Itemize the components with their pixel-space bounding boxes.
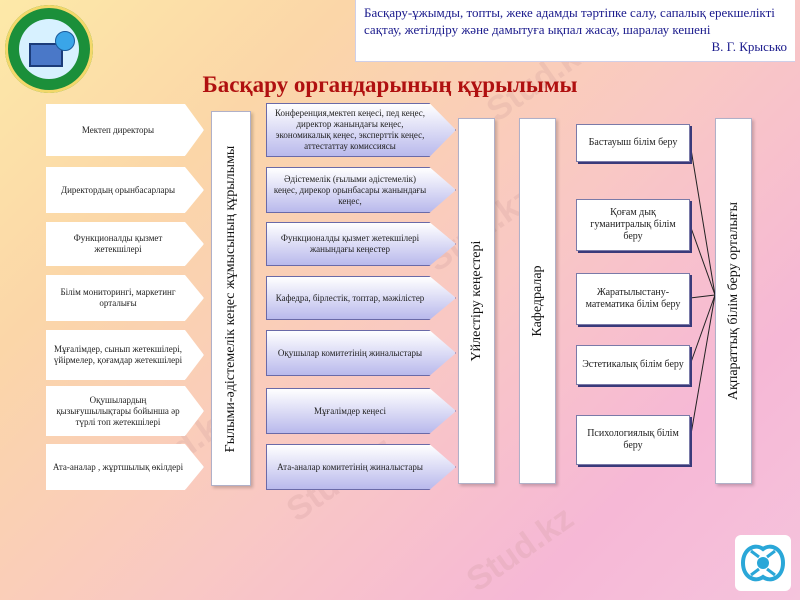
left-item: Білім мониторингі, маркетинг орталығы bbox=[46, 275, 204, 321]
globe-icon bbox=[55, 31, 75, 51]
department-item: Бастауыш білім беру bbox=[576, 124, 690, 162]
methodical-council-label: Ғылыми-әдістемелік кеңес жұмысының құрыл… bbox=[223, 145, 238, 452]
left-item: Ата-аналар , жұртшылық өкілдері bbox=[46, 444, 204, 490]
school-logo bbox=[5, 5, 93, 93]
left-item: Мұғалімдер, сынып жетекшілері, үйірмелер… bbox=[46, 330, 204, 380]
quote-box: Басқару-ұжымды, топты, жеке адамды тәрті… bbox=[355, 0, 795, 62]
quote-author: В. Г. Крысько bbox=[711, 39, 787, 54]
coordination-councils-label: Үйлестіру кеңестері bbox=[468, 240, 484, 362]
department-item: Эстетикалық білім беру bbox=[576, 345, 690, 385]
left-item: Мектеп директоры bbox=[46, 104, 204, 156]
left-item: Функционалды қызмет жетекшілері bbox=[46, 222, 204, 266]
department-item: Психологиялық білім беру bbox=[576, 415, 690, 465]
coordination-councils-bar: Үйлестіру кеңестері bbox=[458, 118, 495, 484]
middle-item: Функционалды қызмет жетекшілері жанындағ… bbox=[266, 222, 456, 266]
left-item: Оқушылардың қызығушылықтары бойынша әр т… bbox=[46, 386, 204, 436]
departments-bar: Кафедралар bbox=[519, 118, 556, 484]
middle-item: Мұғалімдер кеңесі bbox=[266, 388, 456, 434]
middle-item: Кафедра, бірлестік, топтар, мәжілістер bbox=[266, 276, 456, 320]
emblem-icon bbox=[735, 535, 791, 591]
middle-item: Оқушылар комитетінің жиналыстары bbox=[266, 330, 456, 376]
left-item: Директордың орынбасарлары bbox=[46, 167, 204, 213]
info-center-bar: Ақпараттық білім беру орталығы bbox=[715, 118, 752, 484]
middle-item: Әдістемелік (ғылыми әдістемелік) кеңес, … bbox=[266, 167, 456, 213]
department-item: Жаратылыстану-математика білім беру bbox=[576, 273, 690, 325]
laptop-icon bbox=[29, 43, 63, 67]
info-center-label: Ақпараттық білім беру орталығы bbox=[725, 201, 741, 401]
middle-item: Конференция,мектеп кеңесі, пед кеңес, ди… bbox=[266, 103, 456, 157]
middle-item: Ата-аналар комитетінің жиналыстары bbox=[266, 444, 456, 490]
departments-label: Кафедралар bbox=[529, 265, 545, 337]
methodical-council-bar: Ғылыми-әдістемелік кеңес жұмысының құрыл… bbox=[211, 111, 251, 486]
page-title: Басқару органдарының құрылымы bbox=[202, 72, 578, 97]
department-item: Қоғам дық гуманитралық білім беру bbox=[576, 199, 690, 251]
quote-text: Басқару-ұжымды, топты, жеке адамды тәрті… bbox=[364, 5, 775, 37]
